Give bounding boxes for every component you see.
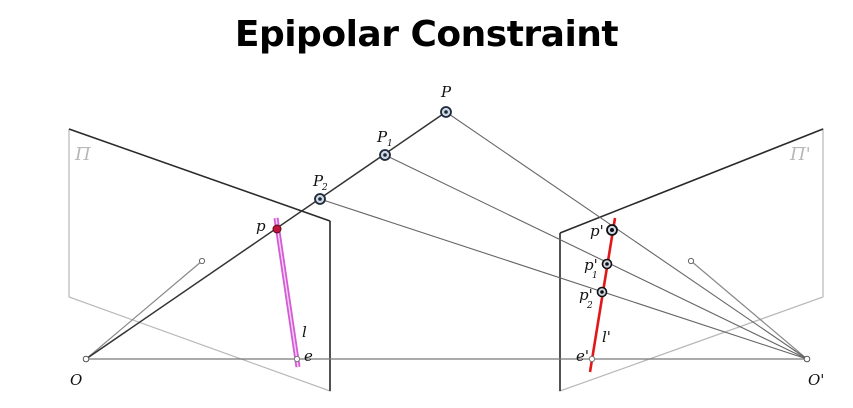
ray-P1-to-O-prime — [384, 154, 808, 360]
image-point-p — [272, 224, 282, 234]
epipole-e — [293, 355, 301, 363]
left-optical-axis — [85, 260, 203, 360]
label-O-prime: O' — [808, 371, 824, 389]
label-p1-prime-sub: 1 — [592, 271, 598, 281]
ray-P-to-O-prime — [445, 111, 808, 360]
scene-point-P1-dot — [383, 153, 387, 157]
label-p-prime: p' — [590, 222, 604, 240]
label-p2-prime-sub: 2 — [586, 301, 593, 311]
epipolar-line-l-inner — [275, 217, 299, 368]
label-p2-prime: p' — [579, 286, 593, 304]
slide-title: Epipolar Constraint — [234, 14, 619, 55]
image-point-p-prime-dot — [610, 228, 614, 232]
scene-point-P2-dot — [318, 197, 322, 201]
label-p1-prime: p' — [584, 256, 598, 274]
ray-P2-to-O-prime — [319, 198, 808, 360]
camera-center-O — [82, 355, 90, 363]
right-optical-axis — [690, 260, 808, 360]
label-P2: P — [312, 172, 324, 190]
label-l-prime: l' — [602, 328, 611, 346]
right-principal-point — [687, 257, 695, 265]
ray-left-through-p — [85, 111, 447, 360]
label-plane-left: Π — [74, 144, 91, 165]
label-P1: P — [376, 128, 388, 146]
label-P2-sub: 2 — [321, 183, 328, 193]
label-e-prime: e' — [576, 347, 589, 365]
label-plane-right: Π' — [789, 144, 811, 165]
image-point-p2-prime-dot — [600, 290, 604, 294]
label-l: l — [302, 323, 307, 341]
scene-point-P-dot — [444, 110, 448, 114]
right-image-plane-top-edge — [559, 128, 824, 234]
label-p: p — [256, 217, 266, 235]
left-image-plane-top-edge — [68, 128, 331, 222]
epipole-e-prime — [588, 355, 596, 363]
label-P1-sub: 1 — [387, 139, 393, 149]
left-principal-point — [198, 257, 206, 265]
label-O: O — [70, 371, 82, 389]
label-e: e — [304, 347, 313, 365]
label-P: P — [440, 83, 452, 101]
camera-center-O-prime — [803, 355, 811, 363]
image-point-p1-prime-dot — [605, 262, 609, 266]
